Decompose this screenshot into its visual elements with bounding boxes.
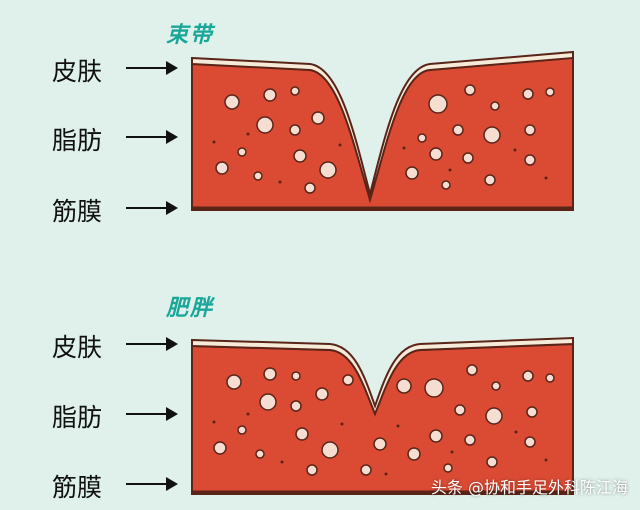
arrow-skin-top [126, 61, 178, 75]
arrow-fat-top [126, 130, 178, 144]
watermark: 头条 @协和手足外科陈江海 [430, 478, 628, 497]
label-fat-bottom: 脂肪 [52, 403, 103, 432]
fat-globules [213, 364, 555, 476]
arrow-fascia-bottom [126, 477, 178, 491]
label-fascia-bottom: 筋膜 [52, 473, 103, 502]
tissue-diagram-top [191, 50, 574, 211]
arrow-fat-bottom [126, 407, 178, 421]
fat-layer [191, 54, 574, 211]
fat-dots [212, 412, 548, 476]
label-skin-top: 皮肤 [52, 57, 103, 86]
label-fascia-top: 筋膜 [52, 197, 103, 226]
fat-globules [215, 84, 555, 194]
tissue-diagram-bottom [191, 336, 574, 495]
arrow-fascia-top [126, 201, 178, 215]
panel-title-bottom: 肥胖 [166, 296, 215, 321]
skin-layer [191, 336, 574, 417]
label-fat-top: 脂肪 [52, 126, 103, 155]
fat-dots [212, 132, 548, 184]
panel-title-top: 束带 [166, 23, 215, 48]
skin-layer [191, 50, 574, 204]
label-skin-bottom: 皮肤 [52, 333, 103, 362]
arrow-skin-bottom [126, 337, 178, 351]
fat-layer [191, 342, 574, 495]
